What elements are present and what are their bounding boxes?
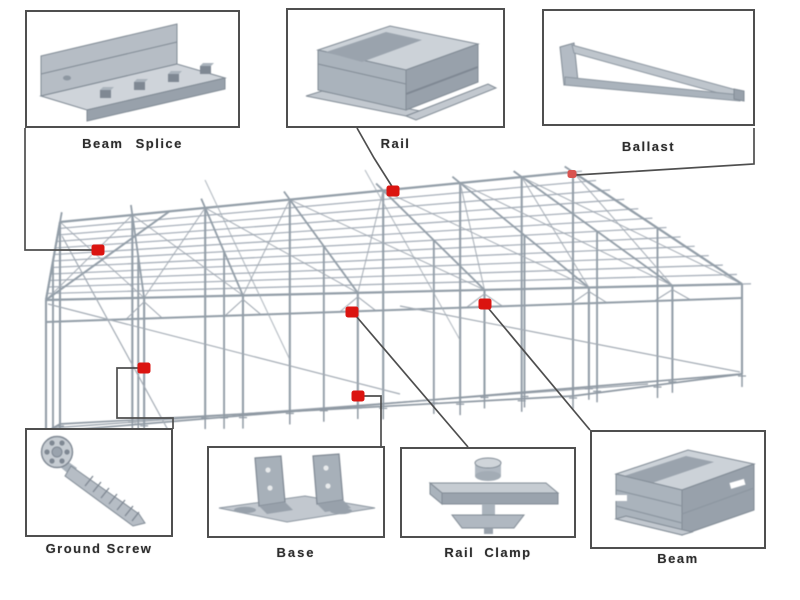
- beam-box: [590, 430, 766, 549]
- ballast-callout-line: [575, 128, 755, 176]
- ground-screw-box: [25, 428, 173, 537]
- beam-splice-bolts: [100, 63, 214, 98]
- rail-callout-line: [356, 127, 394, 189]
- base-hole: [323, 465, 329, 471]
- clamp-stem: [482, 504, 495, 515]
- beam-channel-slot: [624, 456, 714, 483]
- beam-side-groove: [681, 487, 755, 515]
- ground-screw-marker: [137, 362, 151, 374]
- rail-clamp-callout-line: [355, 315, 469, 448]
- beam-illustration: [612, 449, 756, 536]
- base-callout-line: [363, 395, 382, 447]
- beam-splice-illustration: [39, 23, 227, 122]
- base-hole: [325, 483, 331, 489]
- clamp-plate-top: [428, 482, 560, 494]
- beam-groove: [615, 505, 683, 524]
- rail-base-flange-right: [404, 83, 498, 121]
- rail-label: Rail: [380, 136, 411, 151]
- rail-channel-slot: [326, 32, 422, 62]
- base-box: [207, 446, 385, 538]
- beam-slot-right: [729, 478, 746, 489]
- rail-marker: [386, 185, 400, 197]
- rail-illustration: [305, 25, 498, 121]
- ballast-bottom-bar: [564, 76, 741, 102]
- base-marker: [351, 390, 365, 402]
- screw-shaft: [64, 465, 146, 527]
- beam-splice-front-lip: [86, 77, 226, 122]
- ground-screw-illustration: [40, 435, 146, 527]
- base-illustration: [218, 453, 376, 523]
- rail-front-groove: [317, 63, 407, 85]
- rail-side-groove: [405, 66, 479, 95]
- ground-screw-label: Ground Screw: [45, 541, 153, 556]
- base-hole: [265, 467, 271, 473]
- base-hole: [267, 485, 273, 491]
- rail-side-face: [405, 43, 479, 111]
- rail-clamp-marker: [345, 306, 359, 318]
- ballast-marker: [567, 170, 577, 178]
- screw-threads: [84, 475, 140, 522]
- ground-screw-callout-line: [116, 367, 174, 429]
- ballast-tip: [733, 88, 745, 102]
- base-label: Base: [276, 545, 316, 560]
- beam-splice-callout-line: [24, 128, 92, 251]
- base-upright-left: [254, 455, 286, 507]
- ballast-illustration: [559, 42, 745, 102]
- clamp-plate-front: [441, 492, 559, 505]
- beam-slot-left: [612, 495, 627, 501]
- rail-clamp-illustration: [428, 457, 560, 534]
- ballast-label: Ballast: [621, 139, 676, 154]
- beam-groove: [615, 489, 683, 507]
- clamp-foot: [450, 514, 526, 529]
- beam-splice-box: [25, 10, 240, 128]
- base-slot-left: [234, 506, 256, 514]
- clamp-plate-side: [429, 481, 443, 506]
- beam-splice-hole: [63, 75, 71, 81]
- rail-box: [286, 8, 505, 128]
- screw-flange-holes: [44, 440, 70, 464]
- beam-splice-inner-edge: [40, 41, 178, 75]
- base-upright-right: [312, 453, 344, 505]
- base-foot-left: [259, 502, 293, 514]
- beam-callout-line: [488, 308, 591, 431]
- beam-label: Beam: [657, 551, 699, 566]
- beam-splice-marker: [91, 244, 105, 256]
- ballast-box: [542, 9, 755, 126]
- rail-clamp-label: Rail Clamp: [444, 545, 532, 560]
- rail-clamp-box: [400, 447, 576, 538]
- base-foot-right: [317, 500, 351, 512]
- clamp-foot-stub: [484, 528, 493, 534]
- clamp-bolt-cap: [474, 457, 502, 469]
- steel-frame-lines: [42, 165, 752, 445]
- beam-bottom-lip: [614, 515, 694, 536]
- beam-marker: [478, 298, 492, 310]
- screw-flange-hub: [51, 446, 63, 458]
- beam-splice-label: Beam Splice: [82, 136, 183, 151]
- clamp-bolt-base: [475, 471, 501, 481]
